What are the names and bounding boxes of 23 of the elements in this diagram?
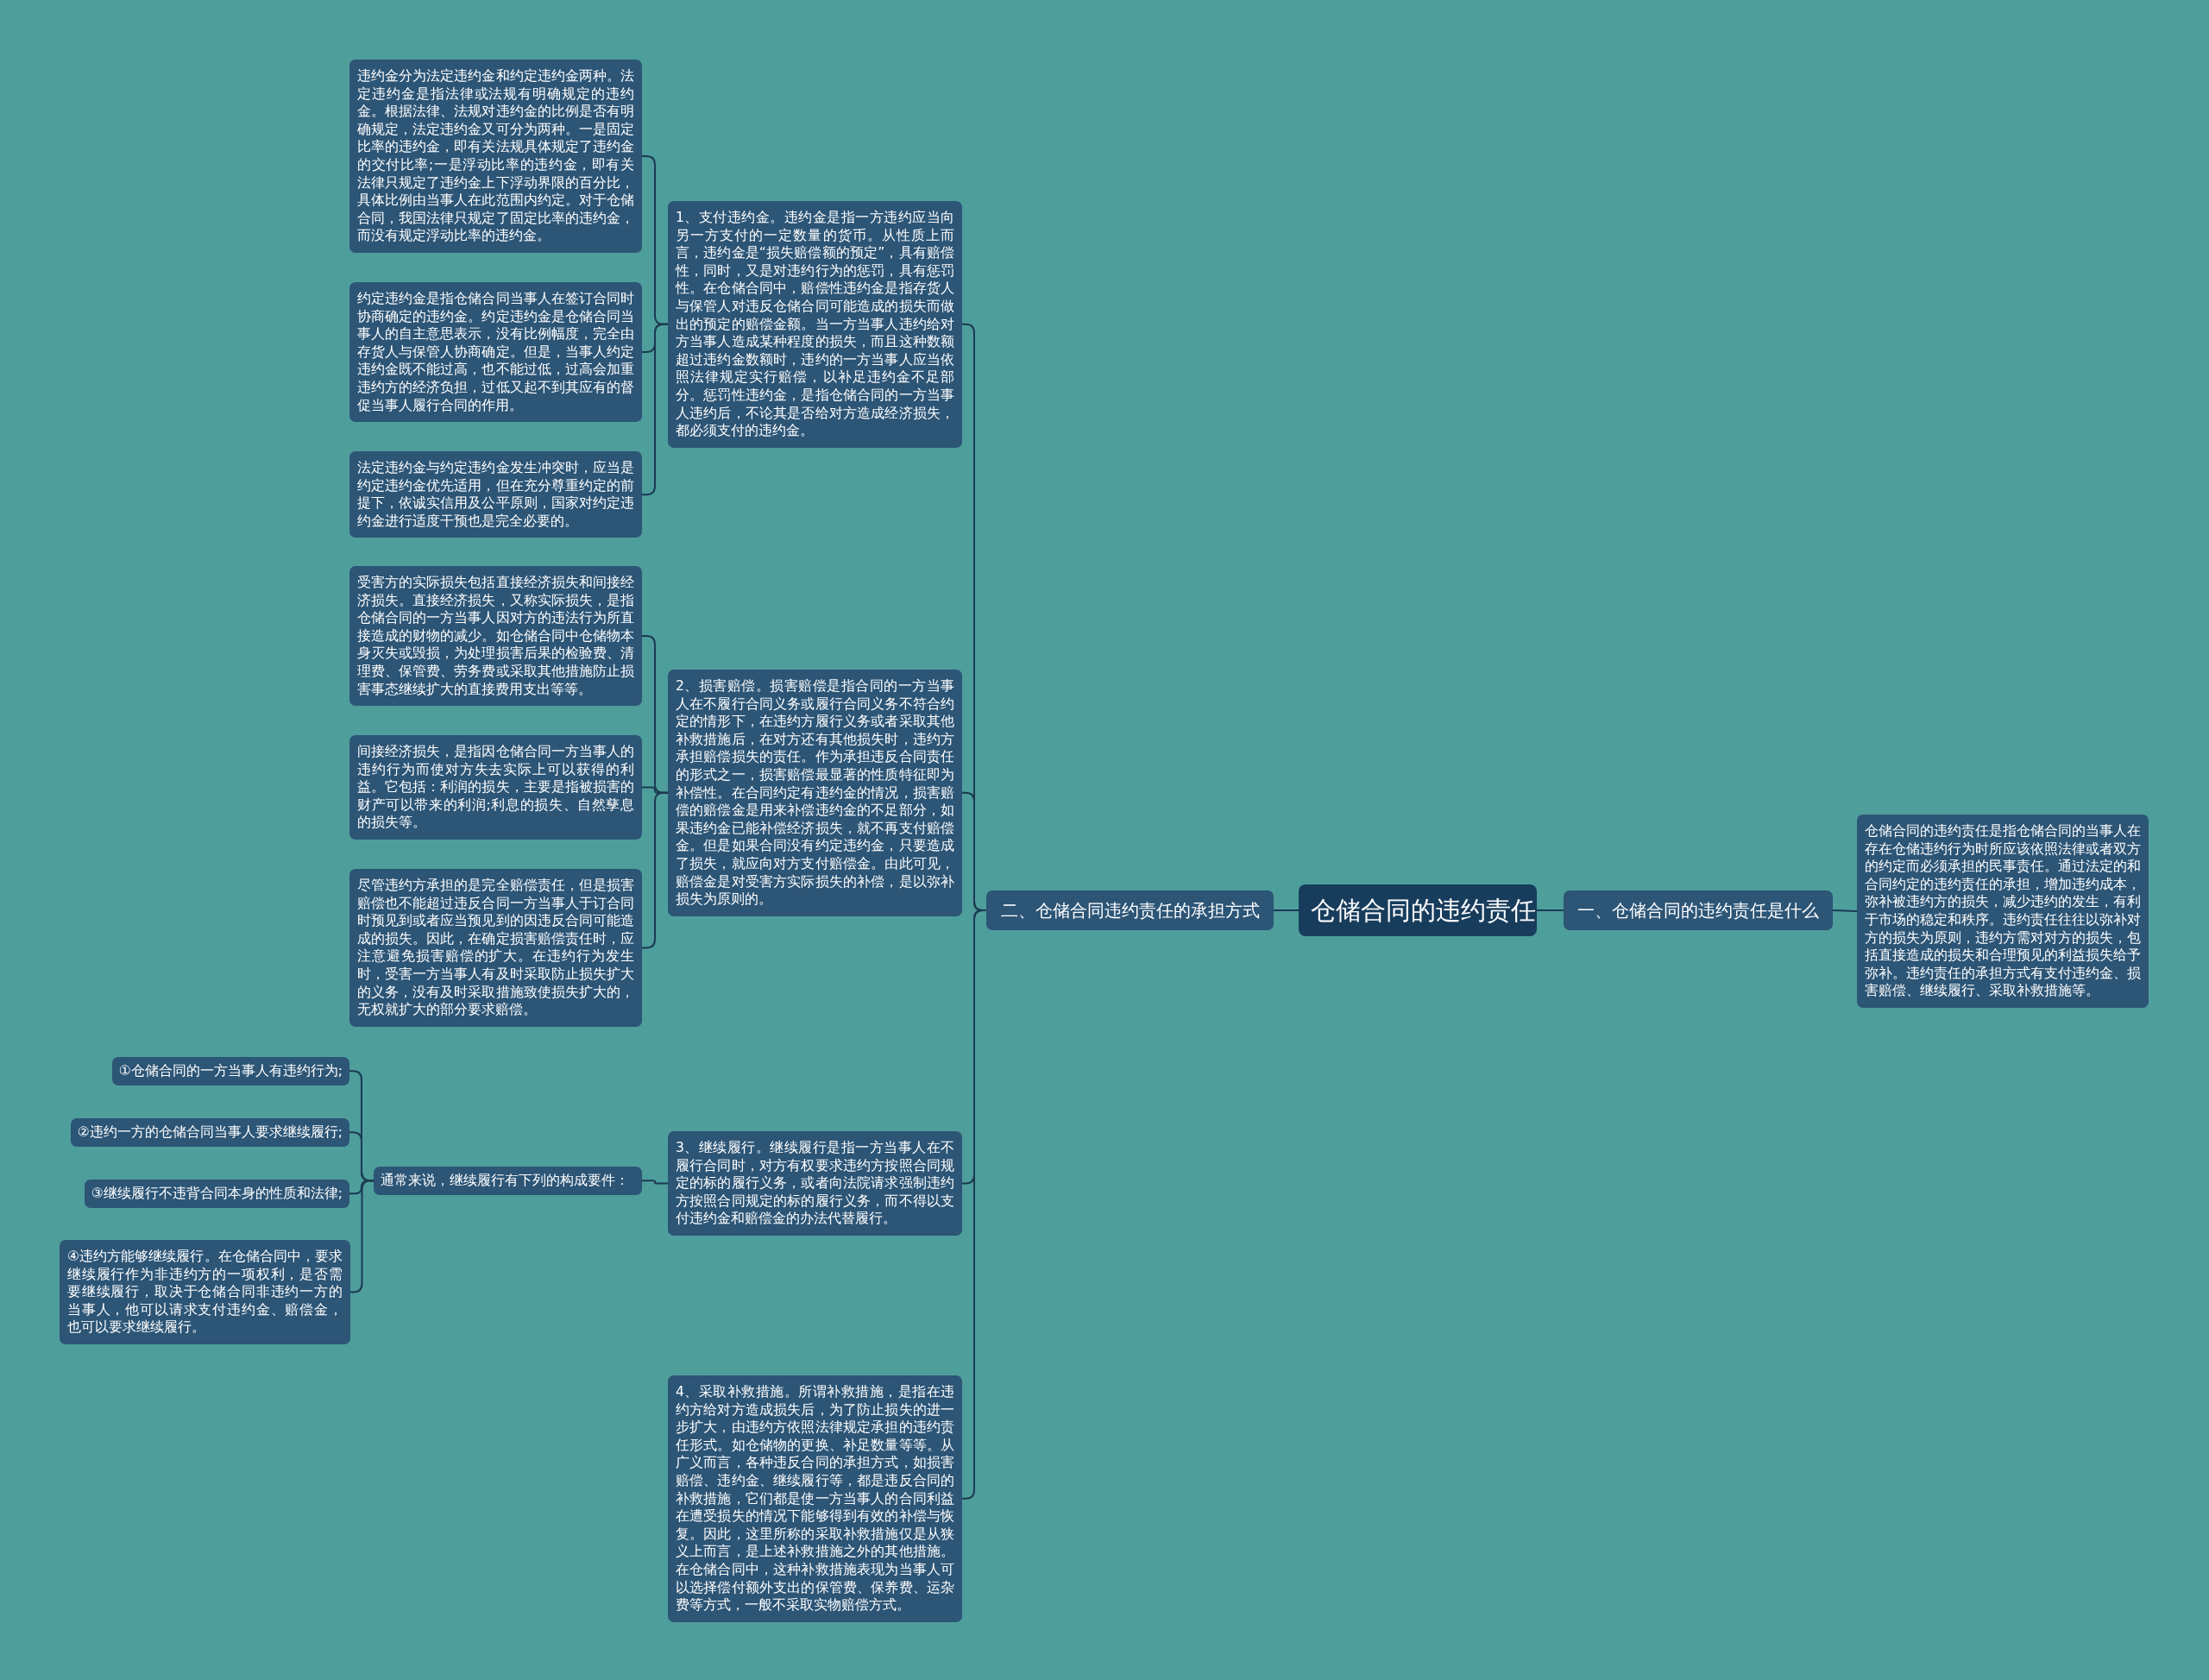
connector-line bbox=[1536, 909, 1564, 911]
connector-line bbox=[1832, 909, 1858, 912]
topic-box: 4、采取补救措施。所谓补救措施，是指在违约方给对方造成损失后，为了防止损失的进一步扩大，由违约方依照法律规定承担的违约责任形式。如仓储物的更换、补足数量等等。从广义而言，各种违反合同的承担方式，如损害赔偿、违约金、继续履行等，都是违反合同的补救措施，它们都是使一方当事人的合同利益在遭受损失的情况下能够得到有效的补偿与恢复。因此，这里所称的采取补救措施仅是从狭义上而言，是上述补救措施之外的其他措施。在仓储合同中，这种补救措施表现为当事人可以选择偿付额外支出的保管费、保养费、运杂费等方式，一般不采取实物赔偿方式。 bbox=[668, 1375, 962, 1622]
topic-box: 1、支付违约金。违约金是指一方违约应当向另一方支付的一定数量的货币。从性质上而言，违约金是“损失赔偿额的预定”，具有赔偿性，同时，又是对违约行为的惩罚，具有惩罚性。在仓储合同中，赔偿性违约金是指存货人与保管人对违反仓储合同可能造成的损失而做出的预定的赔偿金额。当一方当事人违约给对方当事人造成某种程度的损失，而且这种数额超过违约金数额时，违约的一方当事人应当依照法律规定实行赔偿，以补足违约金不足部分。惩罚性违约金，是指仓储合同的一方当事人违约后，不论其是否给对方造成经济损失，都必须支付的违约金。 bbox=[668, 201, 962, 448]
topic-box: 2、损害赔偿。损害赔偿是指合同的一方当事人在不履行合同义务或履行合同义务不符合约定的情形下，在违约方履行义务或者采取其他补救措施后，在对方还有其他损失时，违约方承担赔偿损失的责任。作为承担违反合同责任的形式之一，损害赔偿最显著的性质特征即为补偿性。在合同约定有违约金的情况，损害赔偿的赔偿金是用来补偿违约金的不足部分，如果违约金已能补偿经济损失，就不再支付赔偿金。但是如果合同没有约定违约金，只要造成了损失，就应向对方支付赔偿金。由此可见，赔偿金是对受害方实际损失的补偿，是以弥补损失为原则的。 bbox=[668, 670, 962, 916]
topic-box: 违约金分为法定违约金和约定违约金两种。法定违约金是指法律或法规有明确规定的违约金。根据法律、法规对违约金的比例是否有明确规定，法定违约金又可分为两种。一是固定比率的违约金，即有关法规具体规定了违约金的交付比率;一是浮动比率的违约金，即有关法律只规定了违约金上下浮动界限的百分比，具体比例由当事人在此范围内约定。对于仓储合同，我国法律只规定了固定比率的违约金，而没有规定浮动比率的违约金。 bbox=[349, 60, 642, 253]
topic-box: 通常来说，继续履行有下列的构成要件： bbox=[374, 1167, 642, 1195]
topic-box: 法定违约金与约定违约金发生冲突时，应当是约定违约金优先适用，但在充分尊重约定的前提下，依诚实信用及公平原则，国家对约定违约金进行适度干预也是完全必要的。 bbox=[349, 451, 642, 538]
topic-box: 约定违约金是指仓储合同当事人在签订合同时协商确定的违约金。约定违约金是仓储合同当事人的自主意思表示，没有比例幅度，完全由存货人与保管人协商确定。但是，当事人约定违约金既不能过高，也不能过低，过高会加重违约方的经济负担，过低又起不到其应有的督促当事人履行合同的作用。 bbox=[349, 282, 642, 423]
topic-box: ④违约方能够继续履行。在仓储合同中，要求继续履行作为非违约方的一项权利，是否需要继续履行，取决于仓储合同非违约一方的当事人，他可以请求支付违约金、赔偿金，也可以要求继续履行。 bbox=[60, 1240, 350, 1344]
topic-box: 3、继续履行。继续履行是指一方当事人在不履行合同时，对方有权要求违约方按照合同规定的标的履行义务，或者向法院请求强制违约方按照合同规定的标的履行义务，而不得以支付违约金和赔偿金的办法代替履行。 bbox=[668, 1131, 962, 1236]
topic-box: 二、仓储合同违约责任的承担方式 bbox=[986, 890, 1274, 930]
topic-box: 仓储合同的违约责任是指仓储合同的当事人在存在仓储违约行为时所应该依照法律或者双方的约定而必须承担的民事责任。通过法定的和合同约定的违约责任的承担，增加违约成本，弥补被违约方的损失，减少违约的发生，有利于市场的稳定和秩序。违约责任往往以弥补对方的损失为原则，违约方需对对方的损失，包括直接造成的损失和合理预见的利益损失给予弥补。违约责任的承担方式有支付违约金、损害赔偿、继续履行、采取补救措施等。 bbox=[1857, 815, 2149, 1008]
central-topic-box: 仓储合同的违约责任 bbox=[1299, 884, 1537, 936]
connector-line bbox=[1273, 909, 1300, 911]
topic-box: 尽管违约方承担的是完全赔偿责任，但是损害赔偿也不能超过违反合同一方当事人于订合同时预见到或者应当预见到的因违反合同可能造成的损失。因此，在确定损害赔偿责任时，应注意避免损害赔偿的扩大。在违约行为发生时，受害一方当事人有及时采取防止损失扩大的义务，没有及时采取措施致使损失扩大的，无权就扩大的部分要求赔偿。 bbox=[349, 869, 642, 1027]
topic-box: ②违约一方的仓储合同当事人要求继续履行; bbox=[70, 1118, 349, 1147]
topic-box: ③继续履行不违背合同本身的性质和法律; bbox=[84, 1180, 349, 1208]
topic-box: 受害方的实际损失包括直接经济损失和间接经济损失。直接经济损失，又称实际损失，是指仓储合同的一方当事人因对方的违法行为所直接造成的财物的减少。如仓储合同中仓储物本身灭失或毁损，为处理损害后果的检验费、清理费、保管费、劳务费或采取其他措施防止损害事态继续扩大的直接费用支出等等。 bbox=[349, 566, 642, 707]
topic-box: 一、仓储合同的违约责任是什么 bbox=[1564, 890, 1833, 930]
topic-box: 间接经济损失，是指因仓储合同一方当事人的违约行为而使对方失去实际上可以获得的利益。它包括：利润的损失，主要是指被损害的财产可以带来的利润;利息的损失、自然孳息的损失等。 bbox=[349, 735, 642, 840]
connector-line bbox=[641, 1180, 669, 1185]
topic-box: ①仓储合同的一方当事人有违约行为; bbox=[111, 1057, 349, 1085]
